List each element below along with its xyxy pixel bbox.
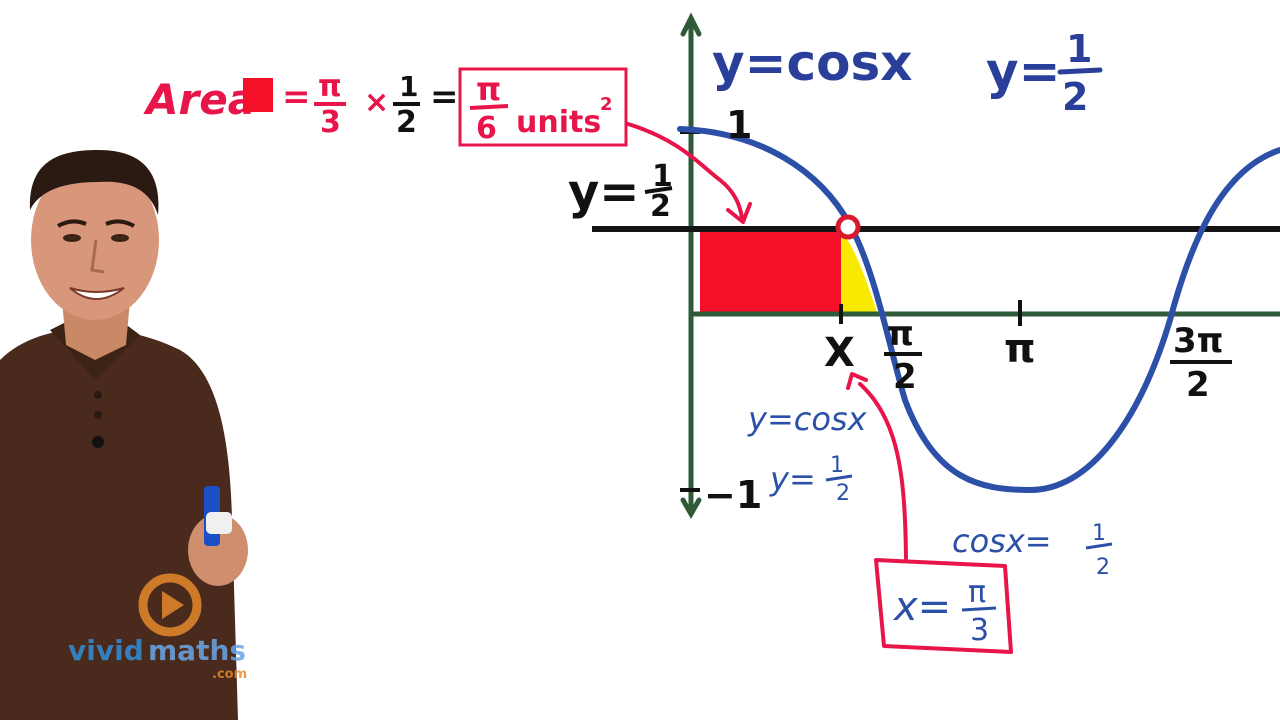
pi-half-denominator: 2 xyxy=(893,357,917,397)
left-line-label-numerator: 1 xyxy=(652,159,673,194)
pi-label: π xyxy=(1004,326,1036,372)
answer-fraction-bar xyxy=(961,606,997,612)
area-equals-1: = xyxy=(282,77,311,117)
working-eq1: y=cosx xyxy=(747,400,868,438)
vividmaths-logo: vivid maths .com xyxy=(68,573,247,682)
answer-denominator: 3 xyxy=(970,613,989,648)
area-result-fraction-bar xyxy=(469,104,509,110)
presenter xyxy=(0,150,248,720)
answer-prefix: x= xyxy=(892,584,951,630)
working-eq3-denominator: 2 xyxy=(1096,555,1110,580)
line-equation-denominator: 2 xyxy=(1062,75,1088,119)
line-equation-numerator: 1 xyxy=(1066,27,1092,71)
working-eq2-fraction-bar xyxy=(825,474,853,482)
working-eq2-prefix: y= xyxy=(769,460,816,498)
area-result-box xyxy=(458,67,628,147)
area-rectangle-red xyxy=(700,232,841,312)
answer-pointer-arrow xyxy=(858,382,908,560)
left-line-label-prefix: y= xyxy=(568,164,640,220)
working-eq2-numerator: 1 xyxy=(830,453,844,478)
area-one: 1 xyxy=(399,70,418,103)
logo-text-maths: maths xyxy=(148,634,246,667)
answer-box xyxy=(874,558,1013,654)
x-point-label: X xyxy=(824,330,855,376)
line-equation-fraction-bar xyxy=(1057,67,1103,75)
area-color-swatch xyxy=(243,78,273,112)
area-equals-2: = xyxy=(430,77,459,117)
area-pointer-arrow xyxy=(626,122,744,220)
logo-text-vivid: vivid xyxy=(68,634,144,667)
working-eq3-prefix: cosx= xyxy=(952,522,1052,560)
left-line-label-denominator: 2 xyxy=(650,189,671,224)
three-pi-half-numerator: 3π xyxy=(1173,321,1224,361)
pi-half-numerator: π xyxy=(887,314,914,354)
working-eq3-numerator: 1 xyxy=(1092,521,1106,546)
area-three: 3 xyxy=(320,105,341,140)
area-result-denominator: 6 xyxy=(476,111,497,146)
logo-play-icon xyxy=(138,573,202,637)
area-two: 2 xyxy=(396,105,417,140)
three-pi-half-denominator: 2 xyxy=(1186,365,1210,405)
left-line-label-fraction-bar xyxy=(644,186,673,194)
cosine-curve xyxy=(677,126,1280,494)
intersection-point xyxy=(835,214,861,240)
y-axis-minus-one-label: −1 xyxy=(704,473,762,517)
area-sliver-yellow xyxy=(841,232,877,312)
y-axis xyxy=(680,12,702,520)
logo-text-domain: .com xyxy=(212,667,247,682)
area-pointer-arrowhead xyxy=(726,202,752,224)
area-result-squared: 2 xyxy=(600,94,613,115)
line-equation-prefix: y= xyxy=(986,42,1061,100)
working-eq3-fraction-bar xyxy=(1085,542,1113,550)
area-pi: π xyxy=(318,69,342,104)
y-axis-one-label: 1 xyxy=(726,103,752,147)
curve-equation: y=cosx xyxy=(712,34,913,92)
answer-numerator: π xyxy=(968,575,986,610)
area-label: Area xyxy=(143,75,256,124)
answer-pointer-arrowhead xyxy=(846,372,868,390)
area-result-units: units xyxy=(516,105,601,140)
area-times: × xyxy=(364,85,389,120)
working-eq2-denominator: 2 xyxy=(836,481,850,506)
area-result-numerator: π xyxy=(476,70,501,108)
